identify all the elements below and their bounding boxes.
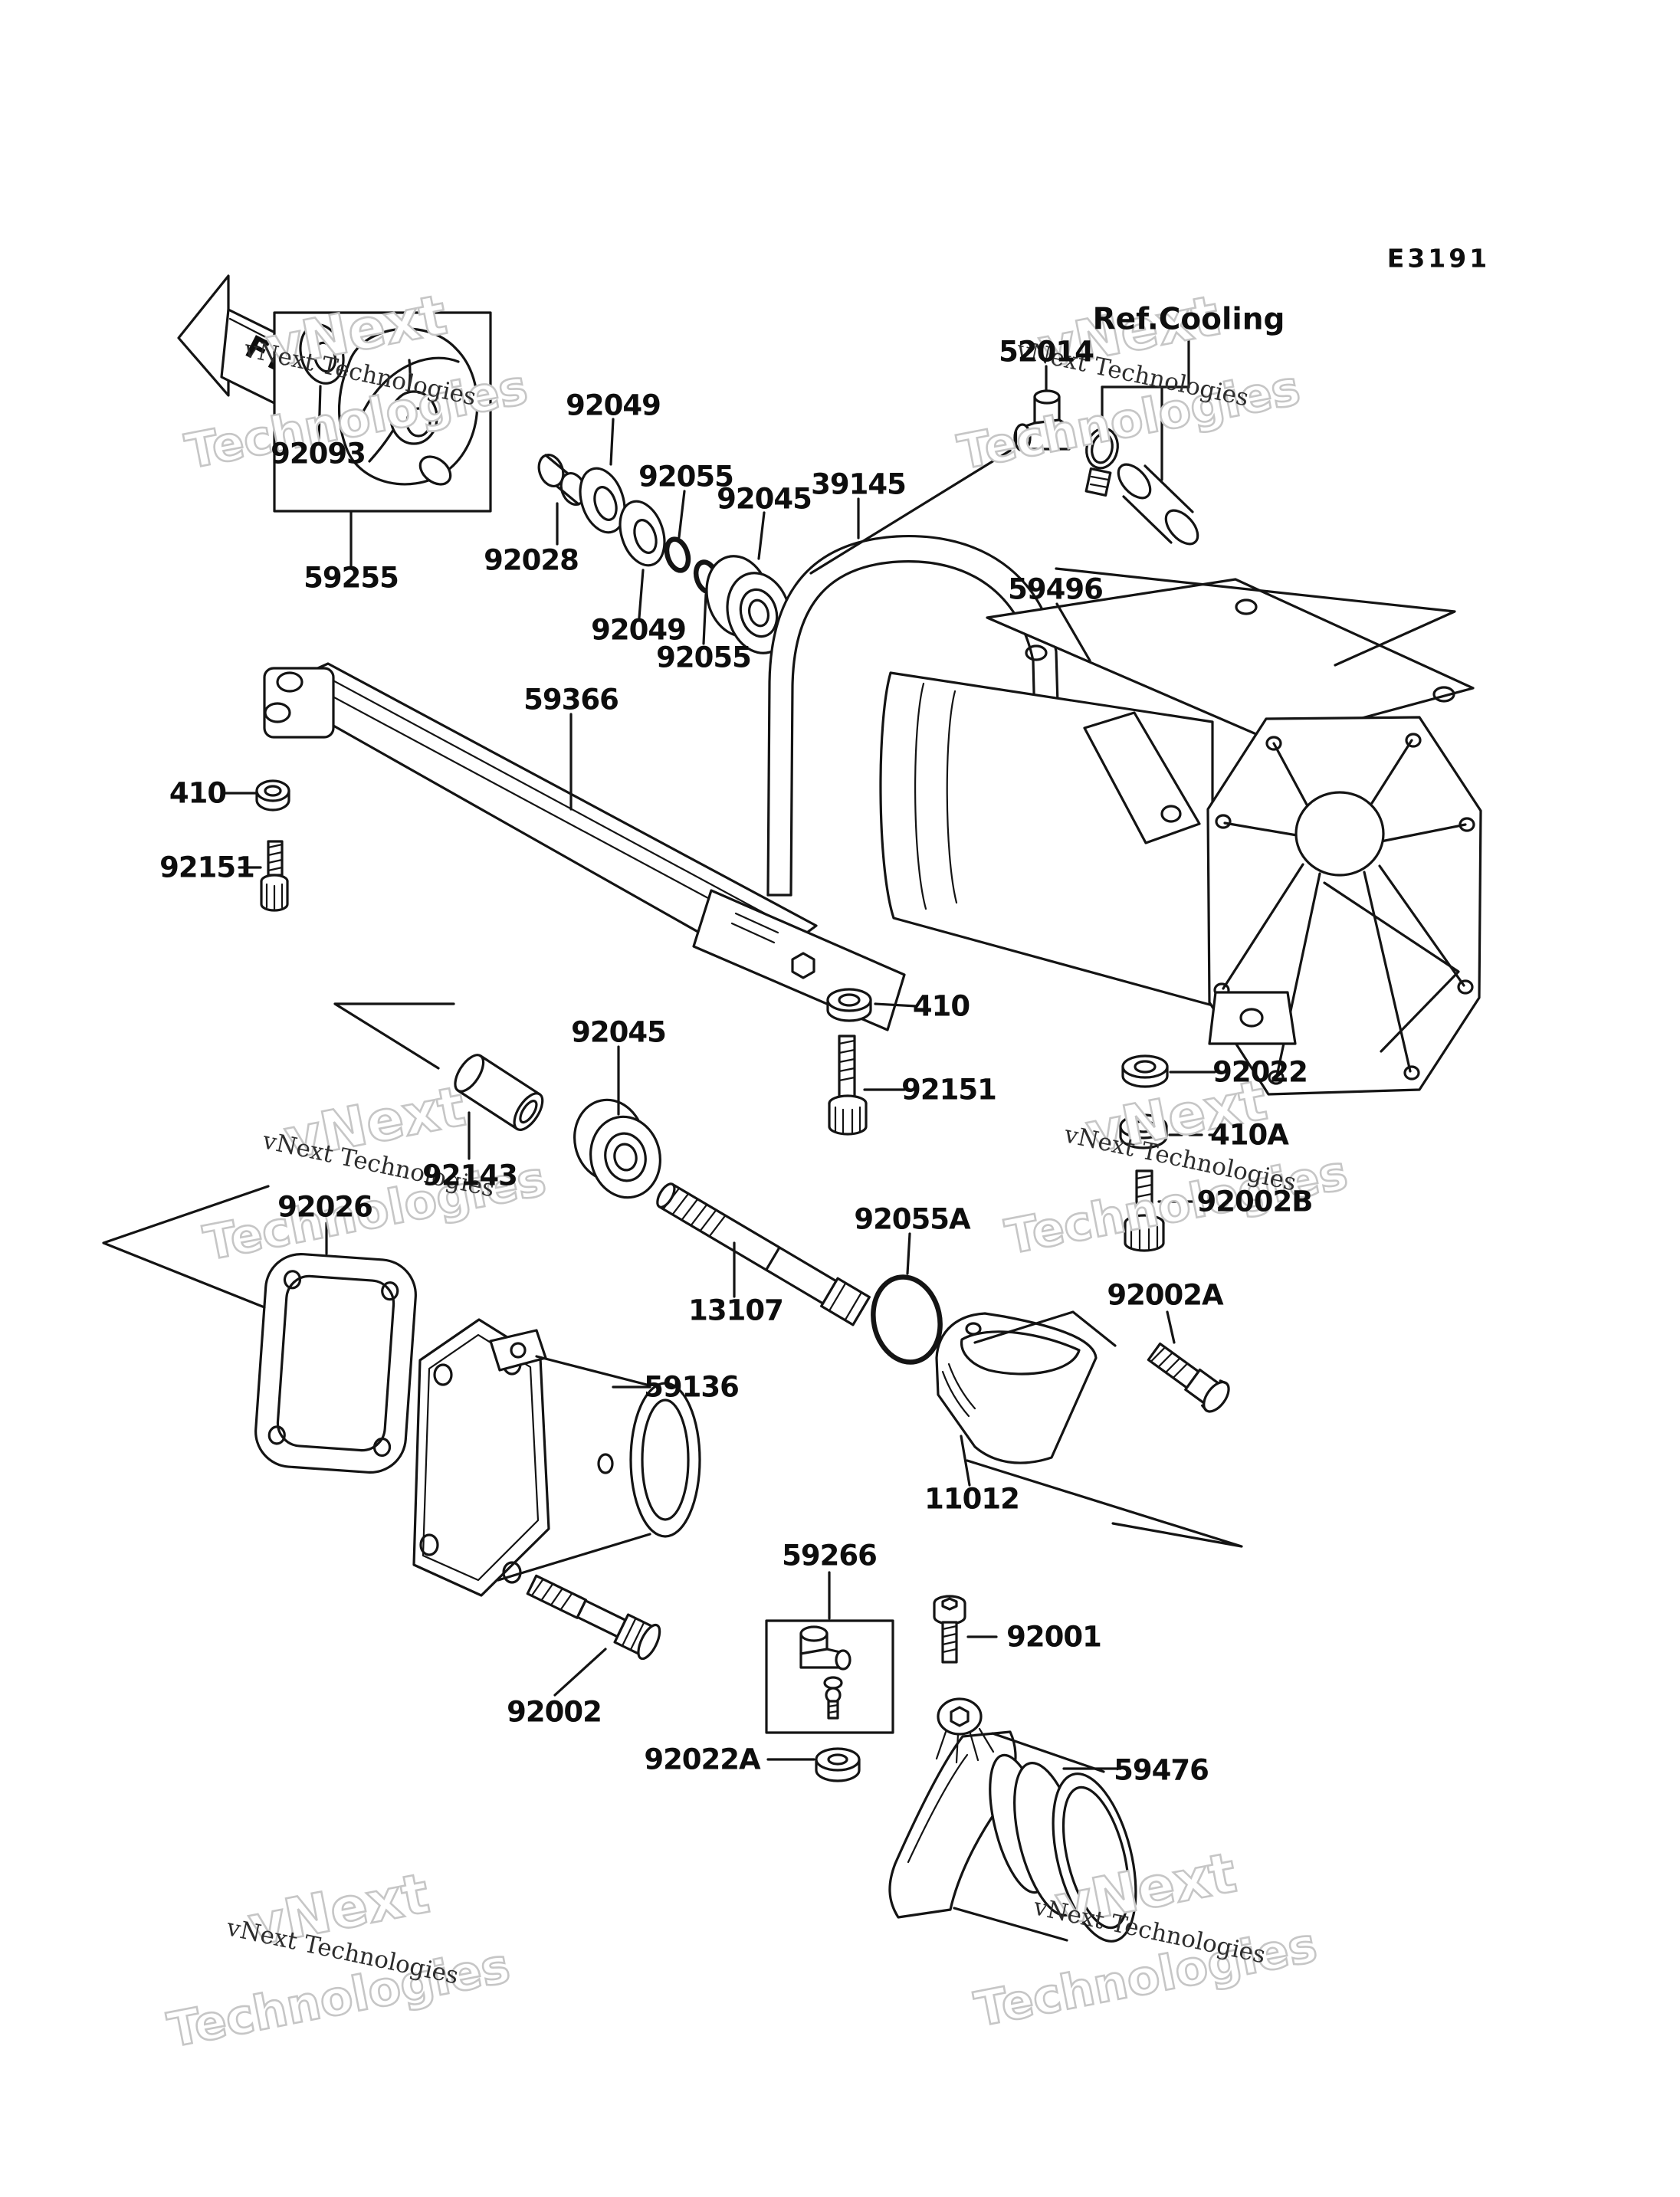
pointer-lines-left — [102, 1002, 455, 1309]
part-label-92055-bot: 92055 — [656, 641, 752, 674]
pointer-line-nozzle — [966, 1459, 1243, 1548]
part-label-92002A: 92002A — [1107, 1278, 1223, 1312]
part-label-92093: 92093 — [271, 437, 366, 471]
part-label-92055-top: 92055 — [638, 460, 734, 494]
part-label-410-mid: 410 — [912, 989, 970, 1023]
part-label-92049-top: 92049 — [566, 389, 661, 422]
part-label-92045-mid: 92045 — [571, 1015, 667, 1049]
part-label-92049-bot: 92049 — [591, 613, 687, 647]
part-label-59476: 59476 — [1114, 1753, 1209, 1787]
part-59266-fitting-kit — [765, 1571, 894, 1734]
part-label-13107: 13107 — [688, 1294, 784, 1327]
part-label-92026: 92026 — [277, 1190, 373, 1224]
part-label-92001: 92001 — [1006, 1620, 1102, 1654]
pointer-line-bottom-right — [1323, 881, 1460, 1053]
part-92022A-washer — [766, 1747, 861, 1782]
part-92002-bolt — [526, 1574, 661, 1697]
part-label-59255: 59255 — [304, 561, 399, 595]
part-label-92028: 92028 — [484, 543, 579, 577]
part-label-92151-left: 92151 — [159, 851, 255, 884]
pointer-line-top-right — [1055, 567, 1456, 667]
part-92026-gasket — [254, 1252, 417, 1474]
ref-cooling-parts — [809, 334, 1199, 575]
part-13107-shaft — [656, 1182, 871, 1326]
part-label-39145: 39145 — [811, 467, 907, 501]
part-label-92002: 92002 — [507, 1695, 602, 1729]
part-label-59136: 59136 — [644, 1370, 740, 1404]
part-59255-impeller-kit — [273, 311, 492, 567]
part-59496-pump-housing — [879, 567, 1482, 1096]
part-92001-bolt — [933, 1595, 998, 1664]
part-59476-nozzle — [888, 1697, 1137, 1943]
impeller-drawing — [337, 327, 479, 486]
pointer-line-92002A — [973, 1310, 1117, 1347]
part-label-11012: 11012 — [924, 1482, 1020, 1516]
part-label-410A: 410A — [1210, 1118, 1289, 1152]
part-92151-bolt-left — [238, 840, 289, 912]
part-92055A-oring — [871, 1232, 943, 1365]
part-92002B-bolt — [1124, 1169, 1205, 1252]
part-92022-washer — [1121, 1054, 1216, 1088]
ref-cooling-label: Ref.Cooling — [1092, 302, 1285, 337]
part-label-92002B: 92002B — [1196, 1185, 1314, 1218]
part-52014-elbow — [809, 389, 1071, 575]
part-11012-cover — [935, 1310, 1243, 1548]
part-label-59266: 59266 — [782, 1539, 878, 1572]
part-label-92151-mid: 92151 — [901, 1073, 997, 1107]
hose-clamp — [1084, 427, 1119, 497]
part-label-410-left: 410 — [169, 776, 227, 810]
part-92002A-bolt — [1147, 1310, 1230, 1413]
part-410-washer-left — [225, 779, 290, 812]
part-92045-bearing-mid — [573, 1045, 661, 1199]
part-label-92022: 92022 — [1212, 1055, 1308, 1089]
cooling-hose — [1117, 463, 1199, 546]
part-label-59366: 59366 — [523, 683, 619, 716]
pointer-line-52014 — [809, 449, 1012, 575]
part-label-52014: 52014 — [999, 335, 1094, 369]
part-410-washer-mid — [826, 988, 918, 1022]
part-410A-washer — [1119, 1113, 1216, 1149]
part-label-92143: 92143 — [422, 1159, 518, 1192]
part-label-92055A: 92055A — [854, 1202, 970, 1236]
part-92049-washer-2 — [619, 500, 666, 619]
part-92055-oring-1 — [664, 490, 691, 573]
part-92143-sleeve — [454, 1054, 544, 1131]
part-92049-washer-1 — [579, 418, 626, 534]
part-label-92022A: 92022A — [644, 1743, 760, 1776]
part-label-59496: 59496 — [1008, 572, 1104, 606]
page-code: E3191 — [1386, 243, 1491, 274]
part-92151-bolt-mid — [828, 1035, 906, 1136]
part-59136-pump-case — [412, 1318, 701, 1597]
part-92093-seal — [299, 323, 345, 441]
part-label-92045-top: 92045 — [717, 482, 812, 516]
